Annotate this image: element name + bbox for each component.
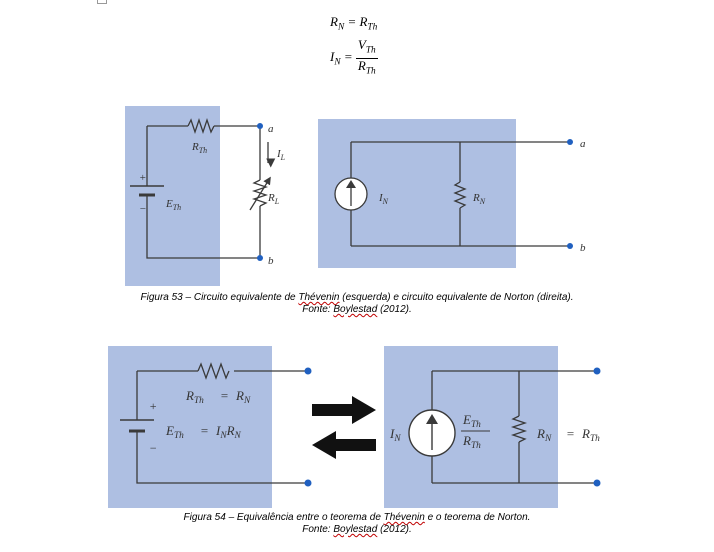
thevenin-panel-2 [108, 346, 272, 508]
label-node-b-right: b [580, 242, 586, 254]
label-rth-2: RTh [185, 388, 204, 406]
terminal-b-right [567, 243, 573, 249]
terminal-bottom-left-2 [304, 479, 312, 487]
arrow-left-icon [312, 431, 376, 459]
label-rth: RTh [191, 141, 207, 155]
eq-rn-rhs: RTh [359, 14, 378, 33]
source54-author: Boylestad [333, 524, 378, 535]
figure-53-diagram: + − RTh ETh IL RL a b IN RN a b [125, 106, 586, 286]
label-rn-2: RN [235, 388, 251, 406]
eq-numerator: VTh [355, 38, 378, 59]
label-rn-eq: = [566, 426, 575, 441]
terminal-top-left-2 [304, 367, 312, 375]
source54-pre: Fonte: [302, 524, 334, 535]
terminal-bottom-right-2 [593, 479, 601, 487]
terminal-b-left [257, 255, 263, 261]
terminal-a-left [257, 123, 263, 129]
source53-pre: Fonte: [302, 304, 334, 315]
eq-equals: = [347, 14, 357, 29]
figure-53-caption: Figura 53 – Circuito equivalente de Thév… [0, 292, 714, 316]
figure-54-caption: Figura 54 – Equivalência entre o teorema… [0, 512, 714, 536]
page-corner-mark [97, 0, 107, 4]
caption53-pre: Figura 53 – Circuito equivalente de [140, 292, 299, 303]
arrow-right-icon [312, 396, 376, 424]
rth-resistor-2 [197, 362, 230, 380]
label-rth-eq: = [220, 388, 229, 403]
label-in-2: IN [389, 426, 401, 444]
label-eth: ETh [165, 198, 181, 212]
label-rth-3: RTh [581, 426, 600, 444]
rn-resistor [453, 181, 467, 209]
rth-resistor [187, 117, 215, 135]
battery-minus: − [139, 203, 146, 215]
equation-rn: RN = RTh [330, 14, 377, 33]
equation-in: IN = VTh RTh [330, 38, 378, 78]
caption54-thevenin: Thévenin [383, 512, 425, 523]
label-rn: RN [472, 192, 486, 206]
source53-post: (2012). [377, 304, 412, 315]
label-eth-2: ETh [165, 423, 184, 441]
source53-author: Boylestad [333, 304, 378, 315]
caption54-pre: Figura 54 – Equivalência entre o teorema… [183, 512, 384, 523]
eq-denominator: RTh [357, 57, 376, 77]
figure-54-diagram: + − RTh = RN ETh = INRN IN ETh RTh RN = … [108, 346, 601, 508]
rn-resistor-2 [510, 415, 528, 443]
terminal-top-right-2 [593, 367, 601, 375]
label-node-a-left: a [268, 123, 274, 135]
label-il: IL [276, 148, 286, 162]
eq-rn-lhs: RN [330, 14, 345, 33]
battery2-plus: + [149, 399, 157, 413]
eq-equals-2: = [343, 49, 353, 65]
source54-post: (2012). [377, 524, 412, 535]
eq-fraction: VTh RTh [355, 38, 378, 78]
label-rn-3: RN [536, 426, 552, 444]
label-rth-frac-den: RTh [462, 433, 481, 451]
label-eth-frac-num: ETh [462, 412, 481, 430]
label-rl: RL [267, 192, 280, 206]
caption54-post: e o teorema de Norton. [424, 512, 531, 523]
label-in: IN [378, 192, 389, 206]
caption53-post: (esquerda) e circuito equivalente de Nor… [339, 292, 574, 303]
caption53-thevenin: Thévenin [298, 292, 340, 303]
battery2-minus: − [149, 441, 157, 455]
terminal-a-right [567, 139, 573, 145]
label-node-a-right: a [580, 138, 586, 150]
label-eth-val: INRN [215, 423, 242, 441]
eq-in-lhs: IN [330, 49, 341, 68]
label-eth-eq: = [200, 423, 209, 438]
label-node-b-left: b [268, 255, 274, 267]
battery-plus: + [139, 172, 146, 184]
